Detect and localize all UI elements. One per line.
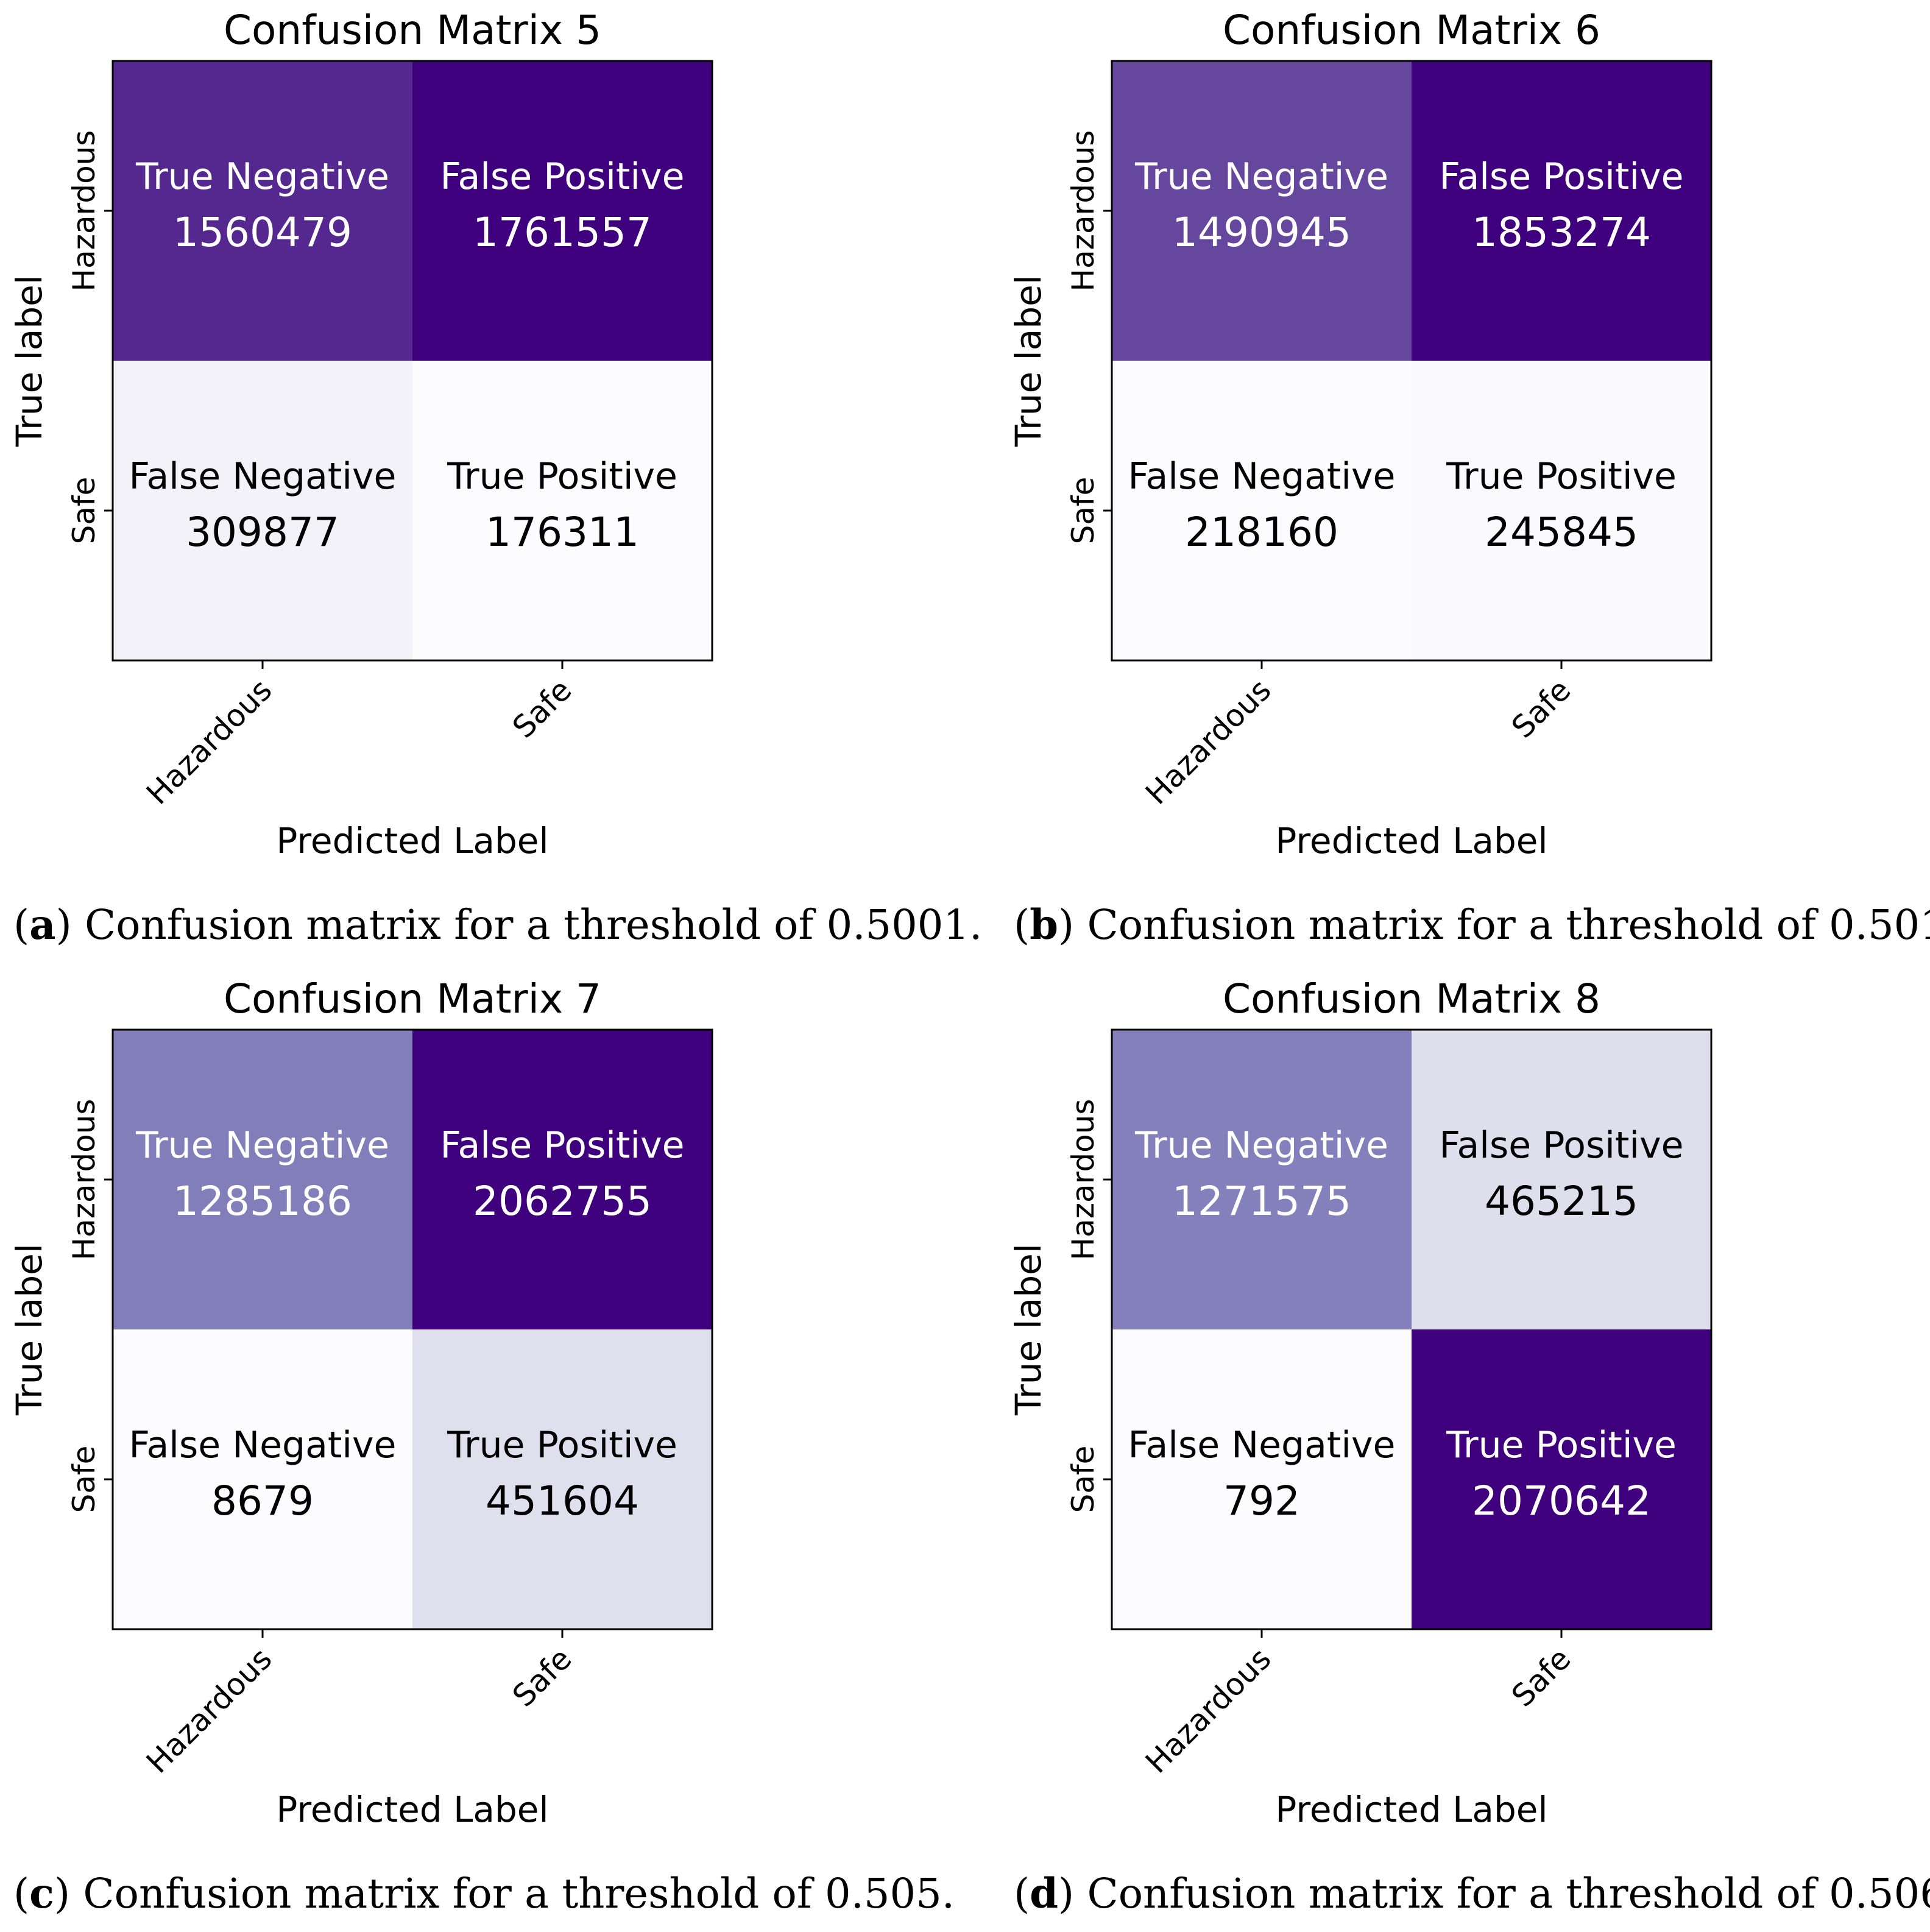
x-axis-label: Predicted Label — [1275, 1789, 1547, 1830]
heatmap-cell — [1412, 1030, 1711, 1329]
chart-title: Confusion Matrix 8 — [1223, 975, 1600, 1022]
cell-value: 792 — [1223, 1477, 1300, 1524]
confusion-matrix-panel-c: True Negative 1285186 False Positive 206275… — [9, 975, 713, 1830]
x-tick-label: Safe — [506, 1641, 578, 1713]
y-axis-label: True label — [1008, 1244, 1049, 1416]
cell-value: 218160 — [1185, 509, 1338, 556]
y-tick-label: Hazardous — [66, 130, 102, 292]
x-axis-label: Predicted Label — [1275, 820, 1547, 862]
heatmap-cell — [412, 1030, 712, 1329]
cell-label: False Negative — [129, 1424, 397, 1467]
x-axis-label: Predicted Label — [276, 820, 548, 862]
heatmap-cell — [1412, 1329, 1711, 1629]
chart-title: Confusion Matrix 6 — [1223, 7, 1600, 54]
cell-value: 1490945 — [1172, 209, 1351, 256]
caption-a: (a) Confusion matrix for a threshold of … — [13, 901, 983, 949]
y-tick-label: Hazardous — [66, 1099, 102, 1261]
cell-value: 245845 — [1485, 509, 1638, 556]
y-tick-label: Safe — [1066, 1446, 1101, 1513]
heatmap-cell — [113, 1329, 412, 1629]
cell-label: True Positive — [447, 1424, 677, 1467]
plot-frame — [1111, 60, 1713, 662]
y-tick-label: Hazardous — [1066, 130, 1101, 292]
confusion-matrix-panel-a: True Negative 1560479 False Positive 176155… — [9, 7, 713, 862]
heatmap-cell — [1112, 61, 1412, 361]
y-tick-label: Safe — [66, 1446, 102, 1513]
cell-value: 1271575 — [1172, 1178, 1351, 1225]
cell-value: 451604 — [486, 1477, 639, 1524]
cell-label: True Negative — [1134, 1124, 1388, 1167]
heatmap-cell — [1112, 1329, 1412, 1629]
y-axis-label: True label — [1008, 275, 1049, 447]
x-tick-label: Hazardous — [1139, 672, 1278, 811]
cell-label: True Negative — [1134, 155, 1388, 198]
x-tick-label: Hazardous — [1139, 1641, 1278, 1780]
cell-label: True Negative — [135, 1124, 389, 1167]
x-tick-label: Safe — [1505, 672, 1577, 745]
plot-frame — [111, 1028, 713, 1630]
x-tick-label: Safe — [1505, 1641, 1577, 1713]
chart-title: Confusion Matrix 5 — [224, 7, 601, 54]
caption-d: (d) Confusion matrix for a threshold of … — [1014, 1869, 1930, 1917]
cell-value: 1285186 — [173, 1178, 352, 1225]
heatmap-cell — [1112, 1030, 1412, 1329]
heatmap-cell — [113, 361, 412, 660]
heatmap-cell — [1412, 61, 1711, 361]
cell-value: 1853274 — [1472, 209, 1651, 256]
cell-value: 176311 — [486, 509, 639, 556]
y-axis-label: True label — [9, 1244, 50, 1416]
y-axis-label: True label — [9, 275, 50, 447]
cell-label: True Positive — [1446, 1424, 1677, 1467]
cell-label: False Positive — [1440, 1124, 1684, 1167]
caption-b: (b) Confusion matrix for a threshold of … — [1014, 901, 1930, 949]
heatmap-cell — [1112, 361, 1412, 660]
heatmap-cell — [113, 61, 412, 361]
cell-value: 2062755 — [473, 1178, 652, 1225]
confusion-matrix-panel-b: True Negative 1490945 False Positive 185327… — [1008, 7, 1713, 862]
y-tick-label: Safe — [66, 477, 102, 545]
cell-label: False Positive — [1440, 155, 1684, 198]
x-axis-label: Predicted Label — [276, 1789, 548, 1830]
y-tick-label: Safe — [1066, 477, 1101, 545]
cell-label: False Negative — [129, 455, 397, 498]
chart-title: Confusion Matrix 7 — [224, 975, 601, 1022]
cell-label: True Positive — [1446, 455, 1677, 498]
cell-label: False Negative — [1128, 455, 1396, 498]
cell-value: 1560479 — [173, 209, 352, 256]
cell-label: True Positive — [447, 455, 677, 498]
x-tick-label: Hazardous — [140, 1641, 278, 1780]
cell-value: 2070642 — [1472, 1477, 1651, 1524]
heatmap-cell — [1412, 361, 1711, 660]
cell-label: False Negative — [1128, 1424, 1396, 1467]
cell-label: False Positive — [440, 1124, 685, 1167]
confusion-matrix-panel-d: True Negative 1271575 False Positive 465215… — [1008, 975, 1713, 1830]
heatmap-cell — [412, 61, 712, 361]
heatmap-cell — [412, 361, 712, 660]
caption-c: (c) Confusion matrix for a threshold of … — [13, 1869, 955, 1917]
cell-label: False Positive — [440, 155, 685, 198]
x-tick-label: Safe — [506, 672, 578, 745]
cell-value: 8679 — [211, 1477, 314, 1524]
heatmap-cell — [412, 1329, 712, 1629]
cell-value: 1761557 — [473, 209, 652, 256]
heatmap-cell — [113, 1030, 412, 1329]
plot-frame — [1111, 1028, 1713, 1630]
plot-frame — [111, 60, 713, 662]
cell-value: 465215 — [1485, 1178, 1638, 1225]
x-tick-label: Hazardous — [140, 672, 278, 811]
cell-value: 309877 — [186, 509, 339, 556]
cell-label: True Negative — [135, 155, 389, 198]
y-tick-label: Hazardous — [1066, 1099, 1101, 1261]
